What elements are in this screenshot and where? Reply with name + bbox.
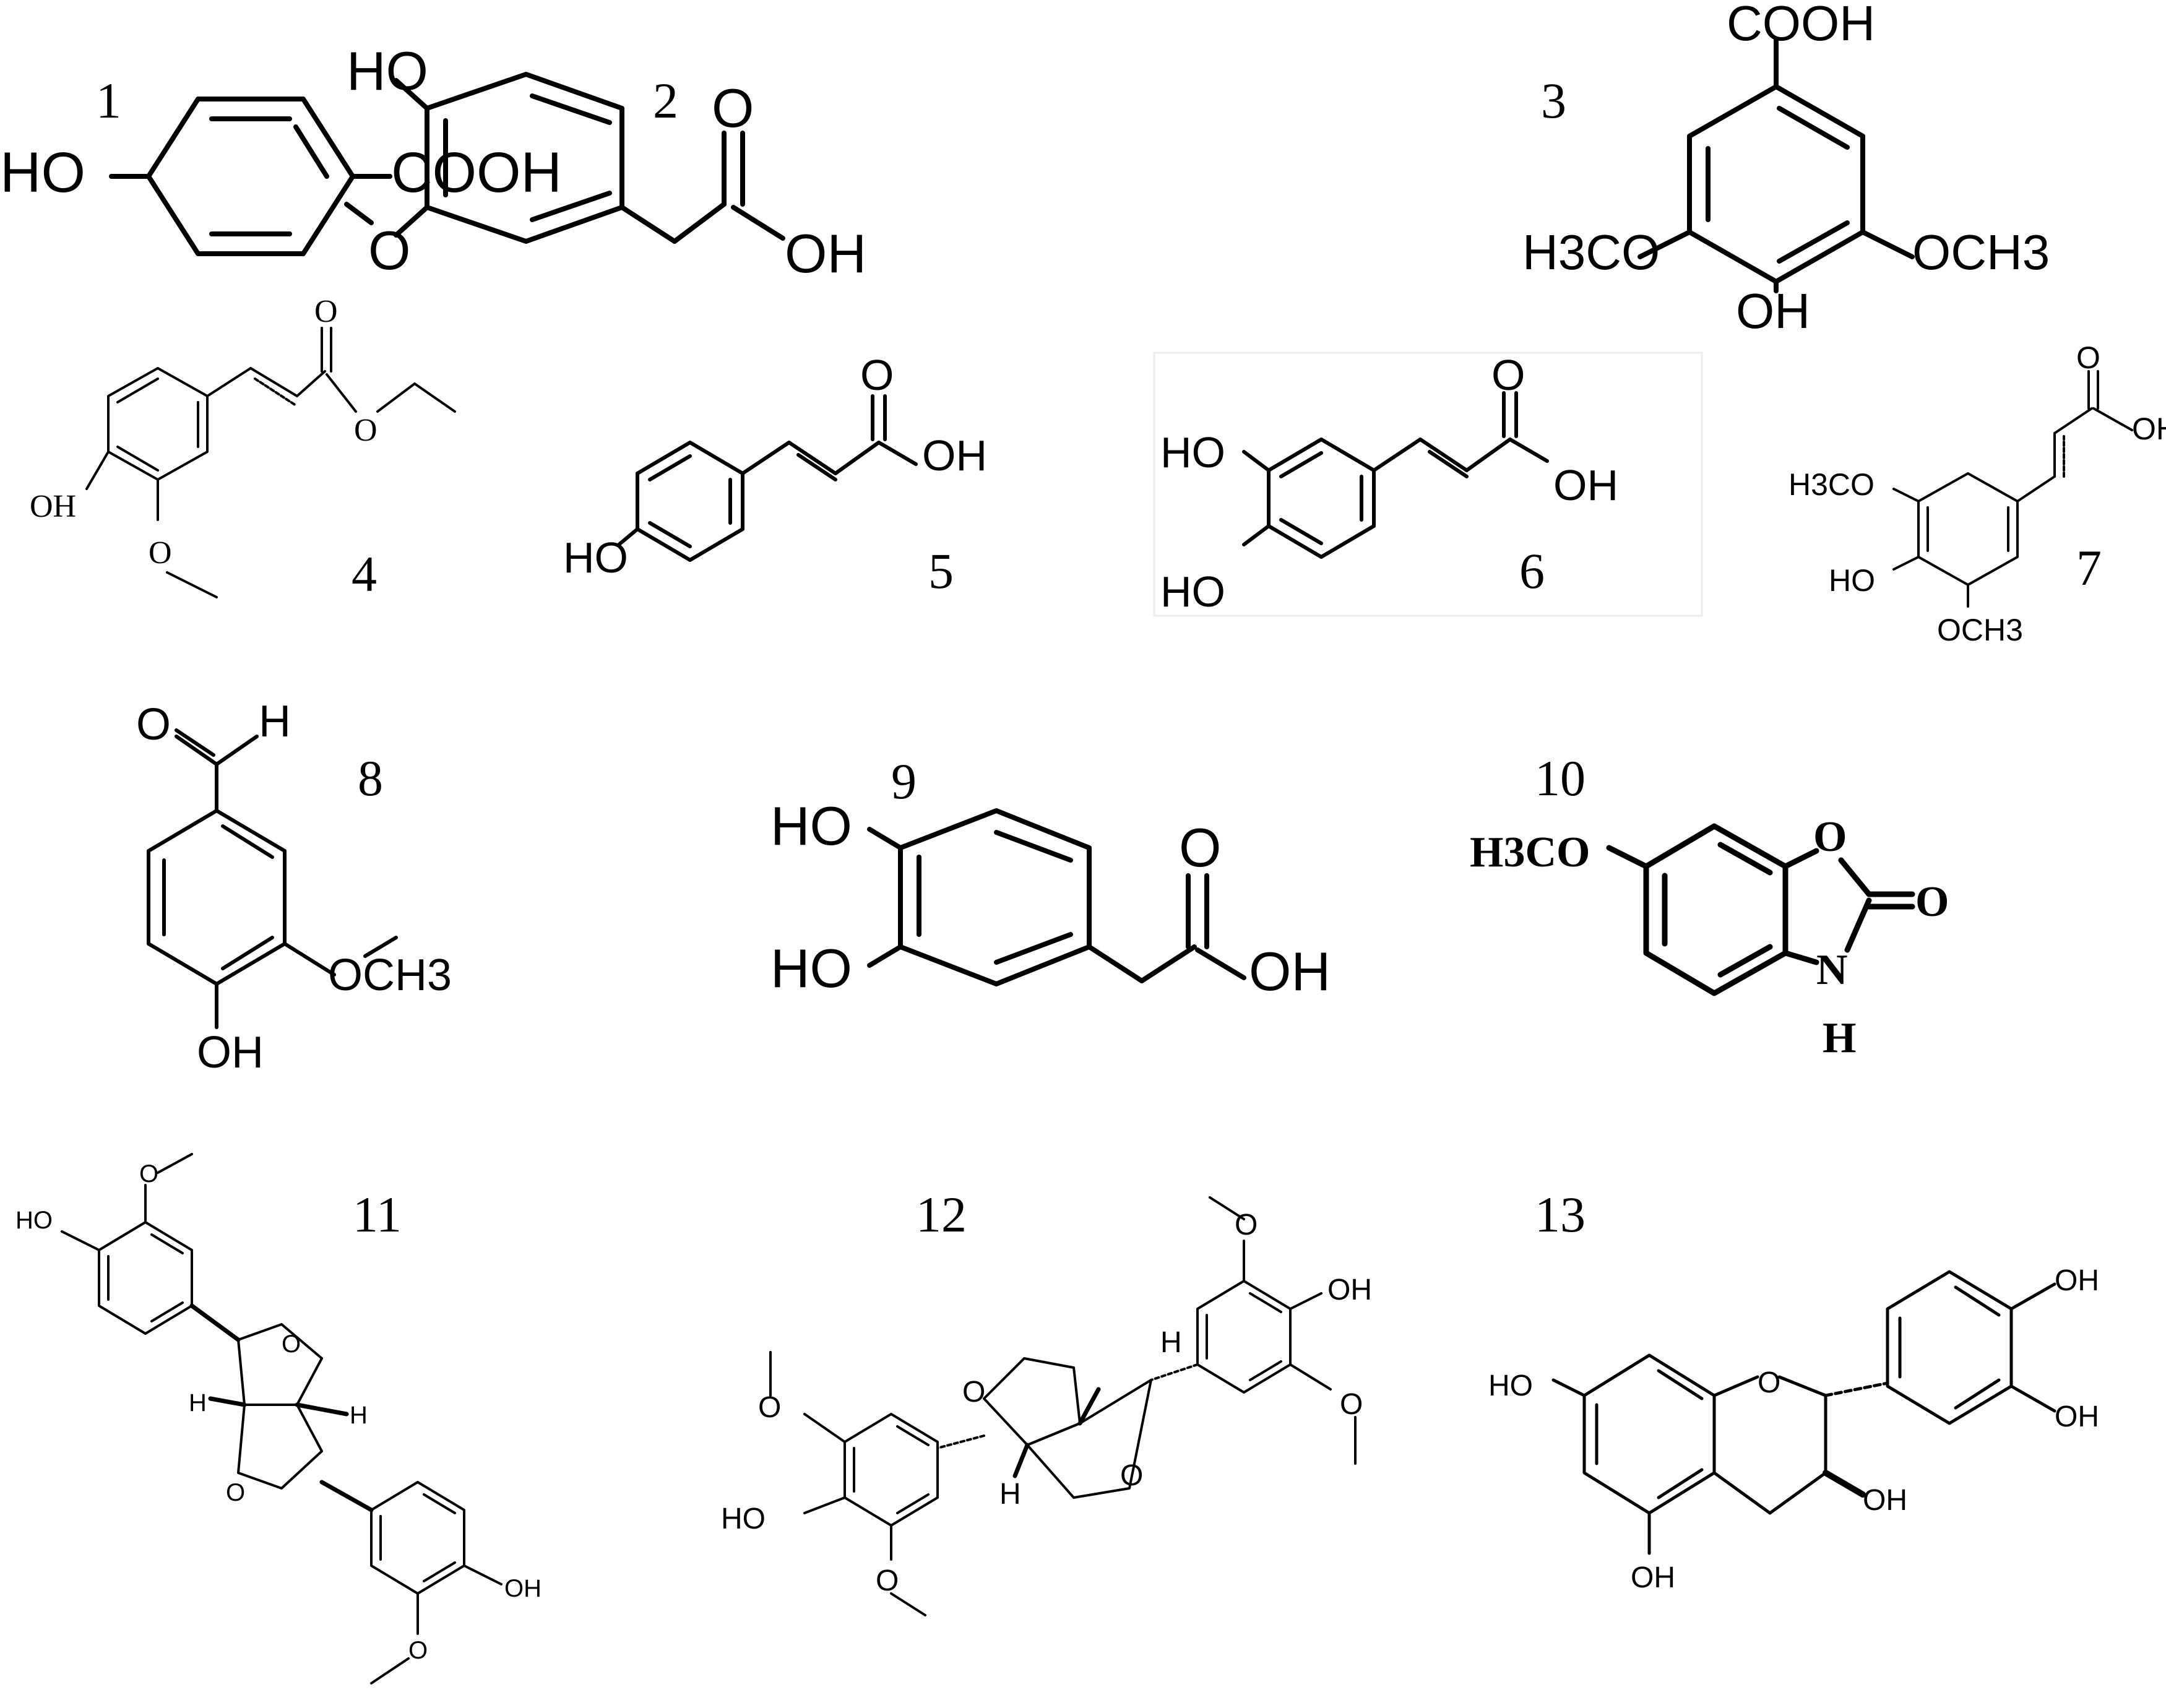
compound-number-5: 5 — [928, 543, 954, 599]
compound-13-oh-c-ring: OH — [1863, 1484, 1907, 1517]
compound-8-och3: OCH3 — [328, 951, 452, 1000]
compound-number-3: 3 — [1541, 72, 1566, 129]
compound-number-7: 7 — [2076, 540, 2102, 596]
compound-9-oh: OH — [1249, 941, 1331, 1002]
compound-1: 1 HO COOH — [0, 72, 562, 256]
compound-2-oxo: O — [712, 77, 754, 139]
compound-12-ring-o-right: O — [1120, 1459, 1143, 1492]
compound-4-methoxy-o: O — [149, 535, 172, 571]
compound-8: 8 O H OCH3 OH — [136, 697, 452, 1077]
compound-3-och3: OCH3 — [1912, 225, 2050, 280]
compound-5: 5 O OH HO — [563, 351, 987, 599]
compound-8-oxo: O — [136, 700, 171, 749]
compound-11-ho: HO — [15, 1207, 53, 1234]
compound-7-och3: OCH3 — [1937, 613, 2023, 647]
compound-2-oh: OH — [785, 223, 866, 284]
compound-number-4: 4 — [352, 546, 377, 602]
compound-number-6: 6 — [1519, 543, 1545, 599]
compound-11-ring-o-top: O — [282, 1331, 301, 1358]
compound-13-ring-o: O — [1758, 1366, 1780, 1399]
compound-4-ester-o: O — [354, 413, 378, 448]
compound-1-cooh: COOH — [391, 141, 562, 204]
compound-4: 4 O O OH O — [30, 294, 456, 602]
compound-6-oxo: O — [1491, 351, 1525, 399]
compound-13-oh-middle: OH — [2055, 1400, 2099, 1433]
compound-3-cooh: COOH — [1727, 0, 1875, 51]
compound-13-oh-top: OH — [2055, 1264, 2099, 1297]
compound-9: 9 HO HO O OH — [770, 753, 1331, 1002]
compound-10-ring-o: O — [1813, 813, 1847, 861]
compound-10-oxo: O — [1915, 878, 1949, 926]
compound-10: 10 H3CO O O N H — [1470, 750, 1949, 1062]
compound-9-ho-top: HO — [770, 795, 852, 856]
compound-4-oh: OH — [30, 489, 76, 524]
compound-6-ho-top: HO — [1160, 428, 1225, 477]
compound-12: 12 — [721, 1186, 1372, 1616]
compound-7-h3co: H3CO — [1788, 467, 1875, 502]
compound-11-h-left: H — [189, 1389, 207, 1417]
compound-8-h: H — [259, 697, 291, 746]
compound-11-methoxy-o-bottom: O — [408, 1637, 428, 1664]
compound-13-oh-bottom: OH — [1631, 1561, 1675, 1594]
compound-1-ho: HO — [0, 141, 85, 204]
compound-2-methoxy-o: O — [368, 220, 410, 281]
compound-10-h: H — [1823, 1014, 1856, 1062]
compound-6-panel-frame — [1153, 352, 1703, 617]
compound-6: 6 O OH HO HO — [1153, 351, 1703, 617]
compound-number-10: 10 — [1535, 750, 1586, 806]
compound-5-oh: OH — [922, 431, 987, 480]
compound-9-oxo: O — [1179, 817, 1221, 878]
compound-11-methoxy-o-top: O — [139, 1160, 158, 1188]
compound-number-12: 12 — [916, 1186, 967, 1243]
compound-11-ring-o-bottom: O — [226, 1479, 245, 1506]
compound-12-methoxy-o-2: O — [1340, 1388, 1363, 1421]
compound-12-oh: OH — [1327, 1274, 1372, 1306]
compound-6-ho-bottom: HO — [1160, 567, 1225, 616]
compound-13: 13 HO O OH OH OH — [1488, 1186, 2099, 1594]
compound-11: 11 HO O — [15, 1153, 542, 1684]
compound-12-h-bottom: H — [999, 1478, 1021, 1511]
compound-number-2: 2 — [653, 72, 678, 129]
compound-7-oh: OH — [2132, 412, 2166, 446]
compound-5-oxo: O — [860, 351, 894, 399]
compound-11-oh: OH — [504, 1575, 542, 1602]
compound-2: 2 HO O O OH — [344, 40, 866, 284]
compound-9-ho-bottom: HO — [770, 938, 852, 999]
compound-number-11: 11 — [353, 1186, 402, 1243]
compound-3-h3co: H3CO — [1522, 225, 1660, 280]
compound-number-13: 13 — [1535, 1186, 1586, 1243]
compound-4-oxo: O — [314, 294, 338, 329]
compound-6-oh: OH — [1553, 461, 1618, 509]
compound-3: 3 COOH H3CO OCH3 OH — [1522, 0, 2050, 339]
compound-8-oh: OH — [197, 1028, 264, 1077]
compound-12-methoxy-o-4: O — [876, 1564, 899, 1597]
compound-11-h-right: H — [350, 1402, 368, 1429]
compound-12-ho: HO — [721, 1503, 766, 1535]
compound-7-ho: HO — [1829, 563, 1875, 598]
compound-7-oxo: O — [2076, 340, 2100, 375]
compound-7: 7 O OH H3CO HO OCH3 — [1788, 340, 2166, 647]
compound-12-methoxy-o-1: O — [1235, 1209, 1258, 1241]
compound-12-methoxy-o-3: O — [758, 1391, 781, 1424]
compound-number-8: 8 — [358, 750, 383, 806]
compound-number-1: 1 — [96, 72, 121, 129]
compound-12-ring-o-left: O — [962, 1376, 985, 1408]
compound-10-n: N — [1816, 946, 1848, 994]
compound-3-oh: OH — [1736, 283, 1810, 339]
compound-number-9: 9 — [891, 753, 917, 809]
compound-2-ho: HO — [347, 40, 428, 101]
compound-12-h-top: H — [1160, 1326, 1182, 1359]
compound-10-h3co: H3CO — [1470, 829, 1590, 876]
compound-1-bonds — [109, 97, 392, 256]
compound-13-ho: HO — [1488, 1369, 1533, 1402]
compound-5-ho: HO — [563, 533, 628, 582]
